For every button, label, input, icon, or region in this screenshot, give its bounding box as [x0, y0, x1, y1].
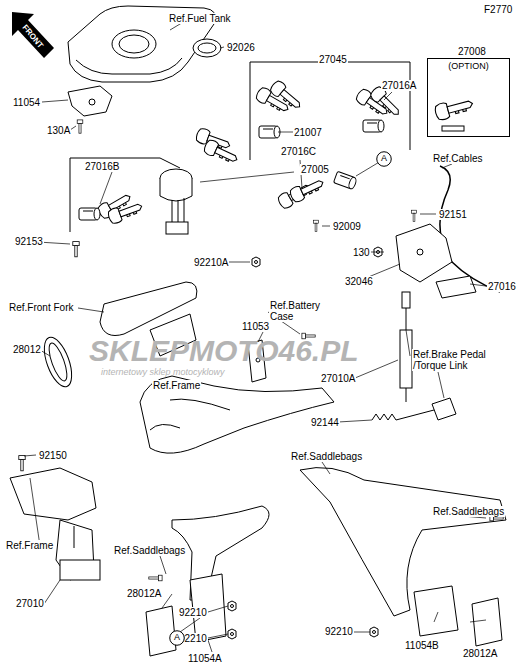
callout-number: 27016 [487, 281, 517, 292]
reference-circle: A [169, 630, 185, 646]
callout-number: 92210 [178, 607, 208, 618]
callout-number: 27016A [381, 80, 417, 91]
callout-number: 32046 [344, 276, 374, 287]
callout-number: 11054B [404, 640, 440, 651]
reference-label: Ref.Frame [5, 540, 54, 551]
callout-number: 130 [352, 247, 371, 258]
callout-number: 92144 [310, 417, 340, 428]
box-outline [428, 59, 510, 137]
watermark: internetowy sklep motocyklowy [100, 367, 226, 377]
callout-number: 28012A [126, 588, 162, 599]
reference-label: Ref.Saddlebags [113, 545, 186, 556]
callout-number: 27016B [84, 161, 120, 172]
callout-number: 27010A [320, 373, 356, 384]
reference-label: Ref.Frame [152, 380, 201, 391]
circle-outline [170, 631, 185, 646]
reference-label: Ref.Fuel Tank [168, 13, 232, 24]
reference-circle: A [376, 151, 392, 167]
watermark: SKLEPMOTO46.PL [88, 336, 360, 366]
node-text: A [169, 630, 185, 642]
callout-number: F2770 [483, 4, 513, 15]
reference-label: Ref.Battery Case [269, 300, 333, 322]
callout-number: 92026 [226, 42, 256, 53]
callout-number: 27010 [15, 598, 45, 609]
callout-number: 92210 [324, 626, 354, 637]
callout-number: 11054A [187, 653, 223, 664]
callout-number: 130A [46, 125, 71, 136]
callout-number: 28012 [12, 344, 42, 355]
option-box: (OPTION) [427, 58, 510, 137]
circle-outline [377, 152, 392, 167]
reference-label: Ref.Saddlebags [432, 506, 505, 517]
callout-number: 27005 [300, 164, 330, 175]
node-text: A [376, 151, 392, 163]
callout-number: 21007 [293, 127, 323, 138]
reference-label: Ref.Cables [432, 153, 483, 164]
reference-label: Ref.Saddlebags [290, 451, 363, 462]
callout-number: 28012A [462, 648, 498, 659]
callout-number: 92153 [14, 236, 44, 247]
callout-number: 11054 [12, 97, 41, 108]
callout-number: 92210A [193, 257, 229, 268]
callout-number: 92151 [438, 209, 468, 220]
callout-number: 11053 [241, 321, 270, 332]
callout-number: 92150 [38, 450, 68, 461]
node-text: (OPTION) [427, 58, 510, 71]
callout-number: 92009 [332, 221, 362, 232]
reference-label: Ref.Brake Pedal /Torque Link [412, 349, 510, 371]
reference-label: Ref.Front Fork [8, 302, 74, 313]
callout-number: 27016C [280, 146, 317, 157]
callout-number: 27008 [457, 46, 487, 57]
callout-number: 27045 [318, 54, 348, 65]
